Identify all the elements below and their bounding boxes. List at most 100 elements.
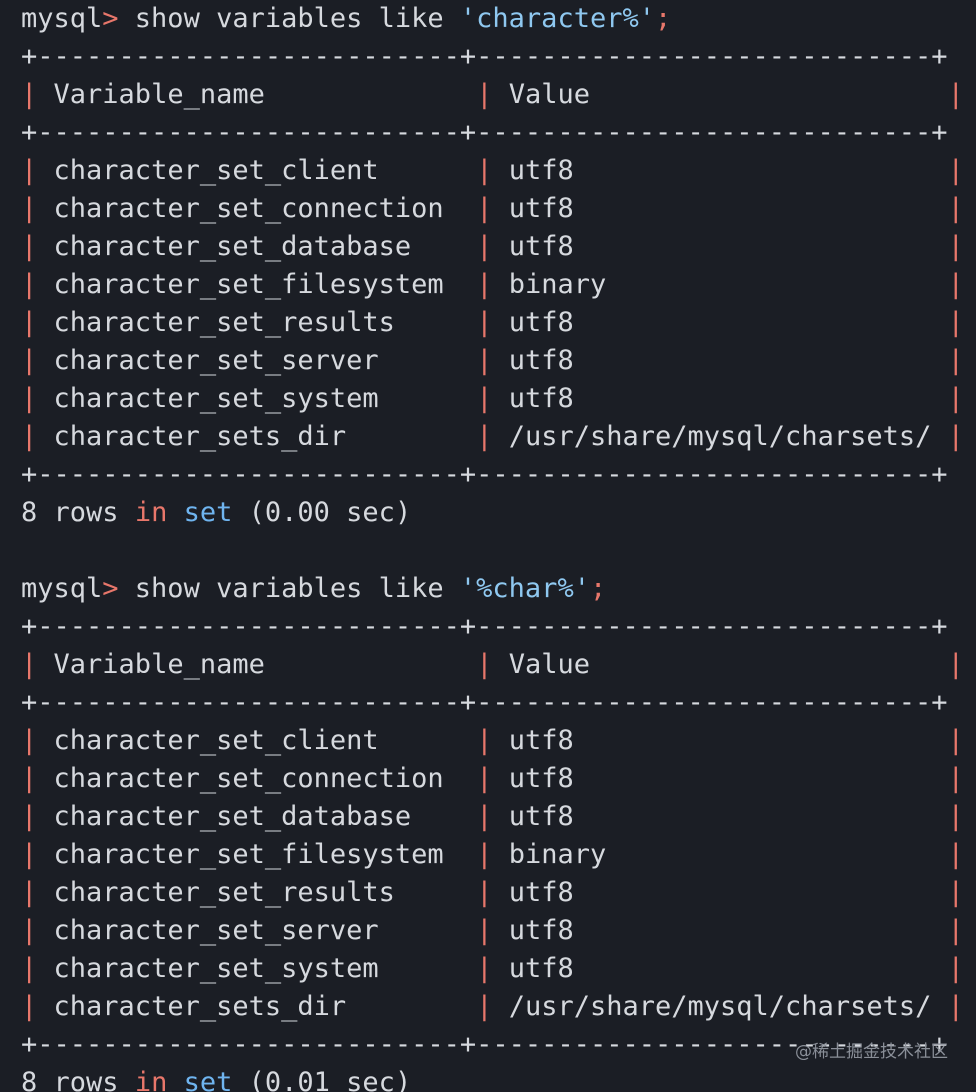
pipe-separator: |	[21, 231, 38, 262]
pad	[379, 725, 477, 756]
pipe-separator: |	[476, 801, 493, 832]
pad	[574, 193, 948, 224]
table-header-row: | Variable_name | Value |	[21, 646, 976, 684]
table-border: +--------------------------+------------…	[21, 608, 976, 646]
pipe-separator: |	[476, 421, 493, 452]
table-row: | character_set_results | utf8 |	[21, 874, 976, 912]
watermark: @稀土掘金技术社区	[795, 1042, 948, 1062]
query-string: 'character%'	[459, 3, 655, 34]
pad	[411, 801, 476, 832]
table-row: | character_set_filesystem | binary |	[21, 266, 976, 304]
pipe-separator: |	[947, 801, 964, 832]
pipe-separator: |	[947, 345, 964, 376]
pipe-separator: |	[21, 383, 38, 414]
pipe-separator: |	[476, 345, 493, 376]
statement-terminator: ;	[654, 3, 672, 34]
table-row: | character_set_system | utf8 |	[21, 380, 976, 418]
pipe-separator: |	[21, 193, 38, 224]
pad	[574, 383, 948, 414]
cell-value: /usr/share/mysql/charsets/	[508, 991, 932, 1022]
cell-value: utf8	[508, 155, 574, 186]
cell-value: binary	[508, 269, 607, 300]
cell-value: utf8	[508, 231, 574, 262]
command-prompt-line: mysql> show variables like 'character%';	[21, 0, 976, 38]
pad	[411, 231, 476, 262]
header-variable-name: Variable_name	[53, 79, 265, 110]
cell-variable-name: character_set_server	[53, 345, 379, 376]
pipe-separator: |	[476, 79, 493, 110]
pipe-separator: |	[947, 231, 964, 262]
table-row: | character_set_server | utf8 |	[21, 912, 976, 950]
keyword-in: in	[134, 497, 168, 528]
pad	[444, 839, 477, 870]
cell-variable-name: character_set_system	[53, 383, 379, 414]
header-value: Value	[508, 649, 590, 680]
pipe-separator: |	[947, 79, 964, 110]
pad	[574, 763, 948, 794]
pad	[379, 915, 477, 946]
cell-value: utf8	[508, 801, 574, 832]
pad	[574, 915, 948, 946]
pad	[265, 649, 476, 680]
table-row: | character_set_client | utf8 |	[21, 152, 976, 190]
pad	[444, 193, 477, 224]
pipe-separator: |	[21, 763, 38, 794]
pipe-separator: |	[21, 801, 38, 832]
query-string: '%char%'	[459, 573, 590, 604]
table-border: +--------------------------+------------…	[21, 456, 976, 494]
cell-value: utf8	[508, 307, 574, 338]
pipe-separator: |	[947, 763, 964, 794]
pad	[574, 801, 948, 832]
pad	[590, 649, 948, 680]
row-count: 8 rows	[21, 497, 119, 528]
query-time: (0.00 sec)	[248, 497, 412, 528]
result-summary: 8 rows in set (0.01 sec)	[21, 1064, 976, 1092]
command-text: show variables like	[134, 3, 460, 34]
pad	[346, 421, 476, 452]
cell-value: utf8	[508, 763, 574, 794]
cell-variable-name: character_set_filesystem	[53, 269, 444, 300]
cell-variable-name: character_set_results	[53, 877, 395, 908]
pipe-separator: |	[476, 877, 493, 908]
table-row: | character_set_connection | utf8 |	[21, 760, 976, 798]
cell-variable-name: character_set_client	[53, 155, 379, 186]
border-line: +--------------------------+------------…	[21, 459, 948, 490]
cell-variable-name: character_set_connection	[53, 763, 444, 794]
pipe-separator: |	[476, 231, 493, 262]
border-line: +--------------------------+------------…	[21, 611, 948, 642]
border-line: +--------------------------+------------…	[21, 1029, 948, 1060]
pad	[606, 269, 947, 300]
pipe-separator: |	[947, 155, 964, 186]
pipe-separator: |	[947, 725, 964, 756]
cell-variable-name: character_set_filesystem	[53, 839, 444, 870]
pipe-separator: |	[476, 383, 493, 414]
keyword-set: set	[183, 497, 233, 528]
table-border: +--------------------------+------------…	[21, 114, 976, 152]
table-border: +--------------------------+------------…	[21, 684, 976, 722]
pad	[379, 155, 477, 186]
header-value: Value	[508, 79, 590, 110]
command-prompt-line: mysql> show variables like '%char%';	[21, 570, 976, 608]
table-row: | character_set_results | utf8 |	[21, 304, 976, 342]
cell-variable-name: character_set_server	[53, 915, 379, 946]
pad	[379, 345, 477, 376]
pad	[379, 953, 477, 984]
cell-variable-name: character_set_connection	[53, 193, 444, 224]
cell-variable-name: character_set_results	[53, 307, 395, 338]
pipe-separator: |	[476, 991, 493, 1022]
pad	[395, 307, 476, 338]
pipe-separator: |	[476, 839, 493, 870]
keyword-in: in	[134, 1067, 168, 1092]
cell-variable-name: character_sets_dir	[53, 991, 347, 1022]
pipe-separator: |	[21, 877, 38, 908]
prompt-label: mysql	[21, 573, 103, 604]
pipe-separator: |	[947, 991, 964, 1022]
pad	[574, 953, 948, 984]
pipe-separator: |	[947, 877, 964, 908]
pipe-separator: |	[947, 421, 964, 452]
command-text: show variables like	[134, 573, 460, 604]
pad	[395, 877, 476, 908]
row-count: 8 rows	[21, 1067, 119, 1092]
pad	[574, 877, 948, 908]
